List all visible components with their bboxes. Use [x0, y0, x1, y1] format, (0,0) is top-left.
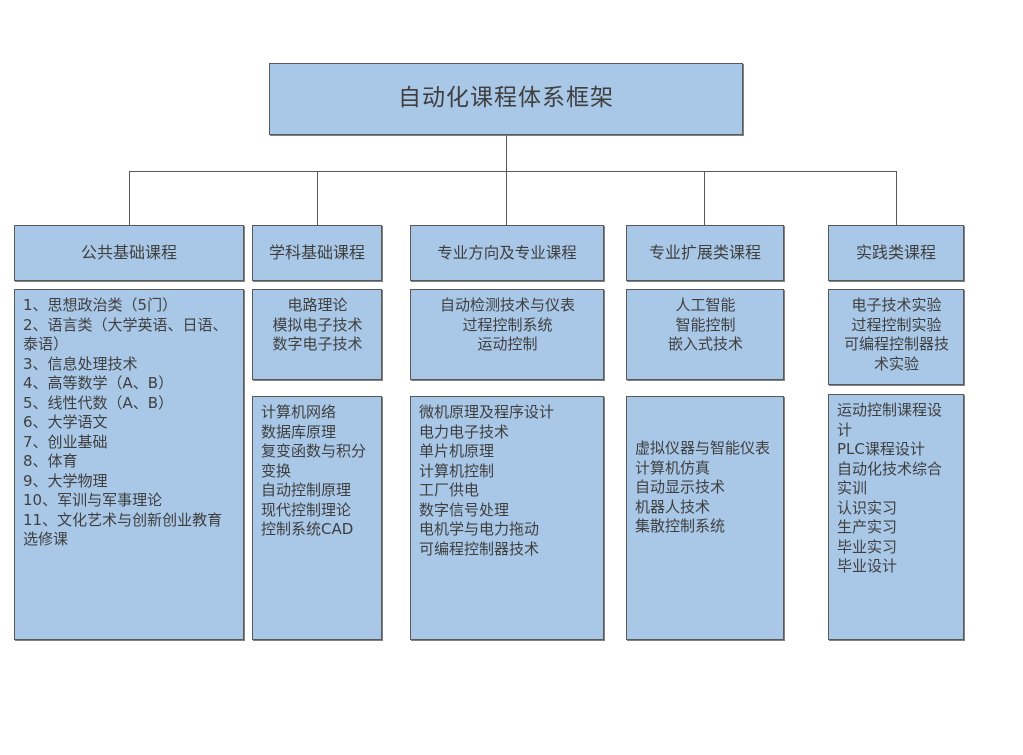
- course-line: 电力电子技术: [419, 422, 510, 441]
- course-block-major-direction-2: 微机原理及程序设计 电力电子技术 单片机原理 计算机控制 工厂供电 数字信号处理…: [410, 396, 604, 640]
- category-header-public-basic[interactable]: 公共基础课程: [14, 225, 244, 281]
- course-line: 计算机仿真: [635, 458, 711, 477]
- course-line: 控制系统CAD: [261, 520, 354, 538]
- connector-drop-col-5: [896, 171, 897, 225]
- course-line: 微机原理及程序设计: [419, 403, 555, 421]
- course-line: 集散控制系统: [635, 517, 726, 535]
- course-line: 电子技术实验: [851, 296, 942, 314]
- course-line: 运动控制: [477, 335, 538, 353]
- course-line: 现代控制理论: [261, 500, 352, 519]
- course-block-major-extension-2: 虚拟仪器与智能仪表 计算机仿真 自动显示技术 机器人技术 集散控制系统: [626, 396, 784, 640]
- course-block-public-basic-1: 1、思想政治类（5门） 2、语言类（大学英语、日语、泰语） 3、信息处理技术 4…: [14, 289, 244, 640]
- course-line: 毕业设计: [837, 557, 898, 575]
- course-line: 生产实习: [837, 518, 898, 536]
- course-block-practice-2: 运动控制课程设计 PLC课程设计 自动化技术综合实训 认识实习 生产实习 毕业实…: [828, 394, 964, 640]
- course-line: 自动控制原理: [261, 481, 352, 499]
- course-line: 数据库原理: [261, 422, 337, 441]
- course-line: 数字信号处理: [419, 500, 510, 519]
- course-line: 数字电子技术: [272, 335, 363, 353]
- course-line: 认识实习: [837, 498, 898, 517]
- course-line: 机器人技术: [635, 497, 711, 516]
- course-line: 2、语言类（大学英语、日语、泰语）: [23, 315, 228, 354]
- course-line: 10、军训与军事理论: [23, 491, 163, 509]
- course-line: 可编程控制器技术: [419, 539, 540, 558]
- course-line: 可编程控制器技术实验: [843, 335, 949, 373]
- course-line: 6、大学语文: [23, 413, 108, 431]
- course-line: 模拟电子技术: [272, 315, 363, 334]
- category-header-label: 公共基础课程: [80, 242, 177, 262]
- course-line: 智能控制: [675, 315, 736, 334]
- category-header-major-extension[interactable]: 专业扩展类课程: [626, 225, 784, 281]
- connector-drop-col-4: [704, 171, 705, 225]
- course-block-major-direction-1: 自动检测技术与仪表 过程控制系统 运动控制: [410, 289, 604, 380]
- category-header-label: 专业扩展类课程: [648, 242, 761, 262]
- category-header-label: 实践类课程: [855, 242, 936, 262]
- connector-drop-col-1: [129, 171, 130, 225]
- course-line: 过程控制系统: [462, 315, 553, 334]
- course-line: 单片机原理: [419, 442, 495, 460]
- course-line: 11、文化艺术与创新创业教育选修课: [23, 510, 223, 549]
- category-header-practice[interactable]: 实践类课程: [828, 225, 964, 281]
- course-line: 3、信息处理技术: [23, 354, 138, 373]
- category-header-discipline-basic[interactable]: 学科基础课程: [252, 225, 382, 281]
- diagram-title-box: 自动化课程体系框架: [269, 63, 743, 135]
- course-line: 计算机控制: [419, 461, 495, 480]
- course-line: 4、高等数学（A、B）: [23, 374, 174, 392]
- course-line: 自动检测技术与仪表: [439, 296, 575, 314]
- course-line: 复变函数与积分变换: [261, 442, 367, 480]
- category-header-label: 专业方向及专业课程: [437, 243, 577, 262]
- course-line: 虚拟仪器与智能仪表: [635, 439, 771, 457]
- course-line: 计算机网络: [261, 403, 337, 421]
- course-line: 毕业实习: [837, 537, 898, 556]
- course-block-practice-1: 电子技术实验 过程控制实验 可编程控制器技术实验: [828, 289, 964, 385]
- course-line: 电机学与电力拖动: [419, 520, 540, 538]
- course-line: 5、线性代数（A、B）: [23, 393, 174, 412]
- course-block-discipline-basic-2: 计算机网络 数据库原理 复变函数与积分变换 自动控制原理 现代控制理论 控制系统…: [252, 396, 382, 640]
- connector-drop-col-3: [506, 171, 507, 225]
- diagram-title-text: 自动化课程体系框架: [398, 85, 614, 112]
- course-block-discipline-basic-1: 电路理论 模拟电子技术 数字电子技术: [252, 289, 382, 380]
- course-line: 8、体育: [23, 452, 78, 470]
- course-line: 工厂供电: [419, 481, 480, 499]
- category-header-label: 学科基础课程: [268, 242, 365, 262]
- course-line: PLC课程设计: [837, 440, 925, 458]
- course-line: 自动化技术综合实训: [837, 459, 943, 498]
- course-line: 嵌入式技术: [667, 335, 743, 353]
- connector-title-stem: [506, 135, 507, 171]
- course-line: 1、思想政治类（5门）: [23, 296, 178, 314]
- course-line: 9、大学物理: [23, 471, 108, 490]
- course-line: 运动控制课程设计: [837, 401, 943, 439]
- course-line: 自动显示技术: [635, 478, 726, 496]
- course-line: 人工智能: [675, 296, 736, 314]
- course-line: 7、创业基础: [23, 432, 108, 451]
- course-line: 电路理论: [287, 296, 348, 314]
- course-block-major-extension-1: 人工智能 智能控制 嵌入式技术: [626, 289, 784, 380]
- connector-drop-col-2: [317, 171, 318, 225]
- category-header-major-direction[interactable]: 专业方向及专业课程: [410, 225, 604, 281]
- course-line: 过程控制实验: [851, 315, 942, 334]
- connector-horizontal-bus: [129, 171, 897, 172]
